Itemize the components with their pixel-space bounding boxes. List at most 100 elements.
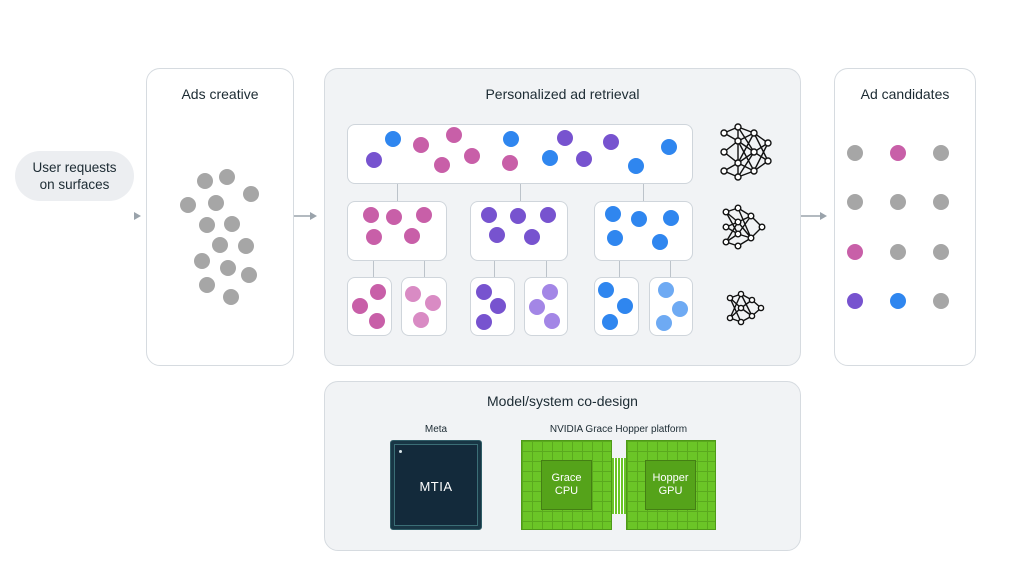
grace-cpu-label-line1: Grace (551, 472, 582, 484)
retrieval-dot (363, 207, 379, 223)
retrieval-dot (481, 207, 497, 223)
grace-cpu-label-line2: CPU (554, 485, 579, 497)
retrieval-dot (672, 301, 688, 317)
tree-connector (670, 261, 671, 277)
retrieval-dot (370, 284, 386, 300)
nvlink-bridge (612, 458, 626, 514)
tree-connector (619, 261, 620, 277)
retrieval-dot (413, 312, 429, 328)
candidate-dot (933, 145, 949, 161)
user-requests-line1: User requests (32, 160, 117, 175)
tree-connector (397, 184, 398, 201)
mtia-label: MTIA (419, 479, 453, 494)
retrieval-dot (503, 131, 519, 147)
retrieval-dot (405, 286, 421, 302)
retrieval-dot (605, 206, 621, 222)
ad-dot (199, 277, 215, 293)
ads-creative-panel (146, 68, 294, 366)
retrieval-dot (617, 298, 633, 314)
retrieval-dot (557, 130, 573, 146)
hopper-gpu-label-line2: GPU (658, 485, 683, 497)
ad-candidates-title: Ad candidates (860, 86, 950, 102)
retrieval-box-top (347, 124, 693, 184)
hopper-gpu-core: Hopper GPU (645, 460, 696, 510)
tree-connector (494, 261, 495, 277)
retrieval-dot (510, 208, 526, 224)
user-requests-line2: on surfaces (39, 177, 110, 192)
retrieval-dot (631, 211, 647, 227)
grace-cpu-core: Grace CPU (541, 460, 592, 510)
retrieval-dot (490, 298, 506, 314)
tree-connector (643, 184, 644, 201)
retrieval-dot (416, 207, 432, 223)
ad-dot (220, 260, 236, 276)
retrieval-dot (576, 151, 592, 167)
retrieval-dot (385, 131, 401, 147)
retrieval-dot (434, 157, 450, 173)
retrieval-dot (540, 207, 556, 223)
ad-dot (208, 195, 224, 211)
retrieval-dot (663, 210, 679, 226)
candidate-dot (933, 244, 949, 260)
candidate-dot (890, 194, 906, 210)
tree-connector (373, 261, 374, 277)
retrieval-dot (404, 228, 420, 244)
ad-dot (199, 217, 215, 233)
retrieval-dot (476, 314, 492, 330)
retrieval-dot (652, 234, 668, 250)
ad-candidates-panel (834, 68, 976, 366)
ad-dot (224, 216, 240, 232)
candidate-dot (847, 293, 863, 309)
ad-dot (238, 238, 254, 254)
retrieval-dot (352, 298, 368, 314)
ad-dot (223, 289, 239, 305)
ad-dot (212, 237, 228, 253)
neural-network-icon-medium (722, 204, 766, 250)
hopper-gpu-label-line1: Hopper (652, 472, 689, 484)
retrieval-dot (542, 284, 558, 300)
user-requests-bubble: User requests on surfaces (15, 151, 134, 201)
retrieval-dot (658, 282, 674, 298)
ad-dot (219, 169, 235, 185)
arrow-to-ads-creative (78, 212, 141, 220)
retrieval-dot (476, 284, 492, 300)
ad-dot (243, 186, 259, 202)
retrieval-dot (628, 158, 644, 174)
candidate-dot (890, 244, 906, 260)
mtia-indicator (399, 450, 402, 453)
retrieval-dot (425, 295, 441, 311)
retrieval-title: Personalized ad retrieval (485, 86, 640, 102)
mtia-chip: MTIA (390, 440, 482, 530)
meta-label: Meta (424, 424, 448, 435)
retrieval-dot (603, 134, 619, 150)
retrieval-dot (529, 299, 545, 315)
nvidia-label: NVIDIA Grace Hopper platform (549, 424, 688, 435)
candidate-dot (847, 244, 863, 260)
ad-dot (197, 173, 213, 189)
candidate-dot (933, 293, 949, 309)
retrieval-dot (607, 230, 623, 246)
retrieval-dot (598, 282, 614, 298)
tree-connector (520, 184, 521, 201)
ad-dot (180, 197, 196, 213)
retrieval-dot (602, 314, 618, 330)
retrieval-dot (661, 139, 677, 155)
ads-creative-title: Ads creative (181, 86, 259, 102)
retrieval-dot (656, 315, 672, 331)
codesign-title: Model/system co-design (487, 393, 638, 409)
retrieval-dot (366, 229, 382, 245)
candidate-dot (847, 145, 863, 161)
retrieval-dot (502, 155, 518, 171)
retrieval-dot (489, 227, 505, 243)
retrieval-dot (544, 313, 560, 329)
tree-connector (424, 261, 425, 277)
neural-network-icon-small (726, 290, 765, 326)
retrieval-dot (386, 209, 402, 225)
tree-connector (546, 261, 547, 277)
retrieval-dot (413, 137, 429, 153)
candidate-dot (890, 293, 906, 309)
retrieval-dot (464, 148, 480, 164)
candidate-dot (933, 194, 949, 210)
ad-dot (194, 253, 210, 269)
retrieval-dot (366, 152, 382, 168)
